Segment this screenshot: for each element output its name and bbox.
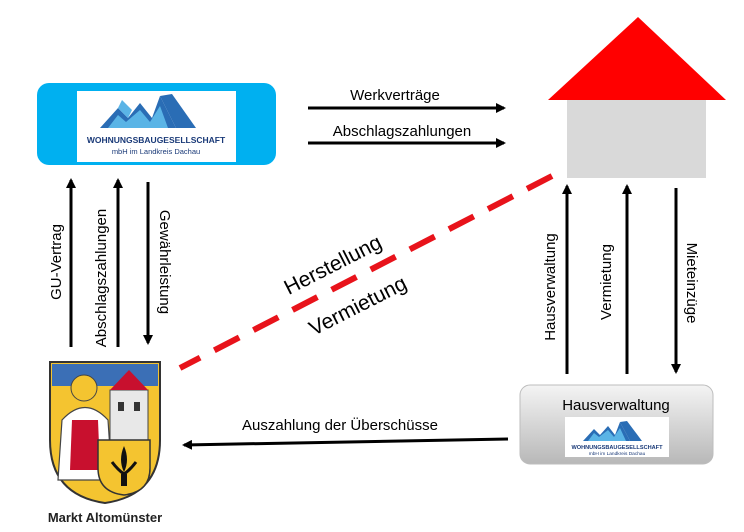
label-abschlagszahlungen-left: Abschlagszahlungen [93,209,110,347]
label-gu-vertrag: GU-Vertrag [48,224,65,300]
diagonal-dashed-line: Herstellung Vermietung [178,173,554,371]
property-manager-logo-subtitle: mbH im Landkreis Dachau [589,451,646,457]
arrow-gewaehrleistung: Gewährleistung [143,182,173,345]
arrow-mieteinzuege: Mieteinzüge [671,188,700,374]
label-mieteinzuege: Mieteinzüge [683,243,700,324]
label-abschlagszahlungen-top: Abschlagszahlungen [333,123,471,140]
arrow-vermietung: Vermietung [598,184,632,374]
arrow-hausverwaltung: Hausverwaltung [542,184,572,374]
label-auszahlung: Auszahlung der Überschüsse [242,416,438,434]
label-vermietung-arrow: Vermietung [598,244,615,320]
arrow-abschlagszahlungen-left: Abschlagszahlungen [93,178,123,347]
arrow-auszahlung: Auszahlung der Überschüsse [182,416,509,450]
house-icon [548,17,726,178]
company-logo-subtitle: mbH im Landkreis Dachau [112,147,200,156]
arrow-werkvertraege: Werkverträge [308,87,506,113]
property-manager-logo-icon [583,421,642,441]
property-manager-title: Hausverwaltung [562,397,670,414]
company-box: WOHNUNGSBAUGESELLSCHAFT mbH im Landkreis… [37,83,276,165]
municipality-coat-of-arms-icon [49,361,161,505]
label-hausverwaltung-arrow: Hausverwaltung [542,233,559,341]
company-logo-name: WOHNUNGSBAUGESELLSCHAFT [87,135,226,145]
arrow-abschlagszahlungen-top: Abschlagszahlungen [308,123,506,148]
company-logo-icon [100,94,196,128]
label-werkvertraege: Werkverträge [350,87,440,104]
property-manager-box: Hausverwaltung WOHNUNGSBAUGESELLSCHAFT m… [519,384,714,465]
arrow-gu-vertrag: GU-Vertrag [48,178,76,347]
property-manager-logo-name: WOHNUNGSBAUGESELLSCHAFT [571,445,663,451]
label-gewaehrleistung: Gewährleistung [156,210,173,314]
municipality-caption: Markt Altomünster [48,510,162,525]
